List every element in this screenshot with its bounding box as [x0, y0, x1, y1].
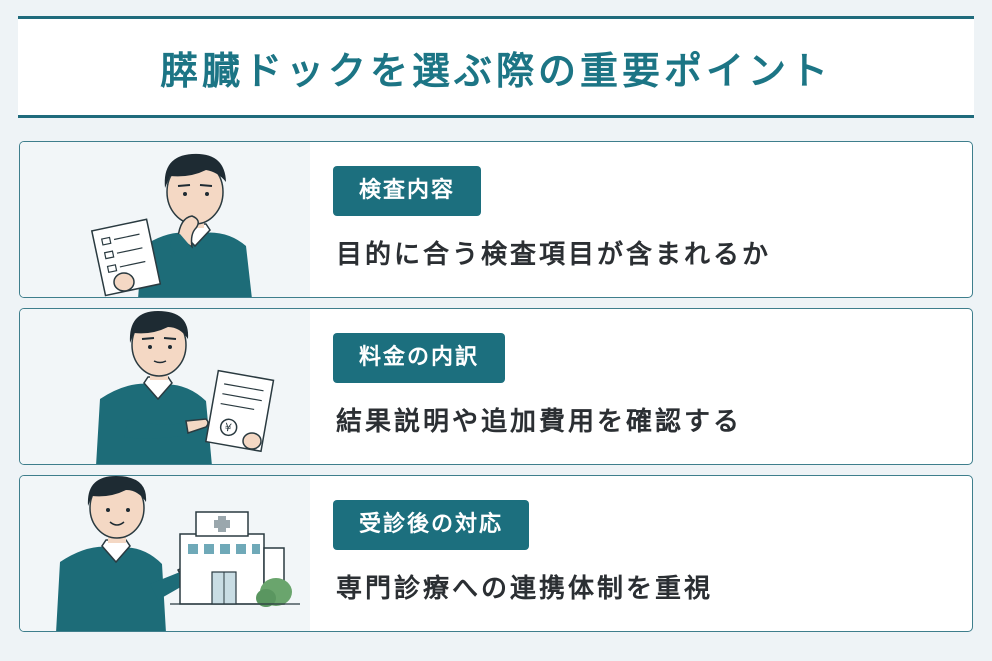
- point-description: 目的に合う検査項目が含まれるか: [336, 240, 772, 270]
- man-pointing-document-illustration: ¥: [96, 311, 275, 464]
- point-card-inspection: 検査内容 目的に合う検査項目が含まれるか: [19, 141, 973, 298]
- point-card-fee-breakdown: ¥ 料金の内訳 結果説明や追加費用を確認する: [19, 308, 973, 465]
- point-badge: 料金の内訳: [333, 333, 506, 383]
- man-presenting-hospital-illustration: [56, 476, 300, 631]
- point-badge: 検査内容: [333, 166, 482, 216]
- svg-text:¥: ¥: [223, 421, 232, 435]
- point-badge: 受診後の対応: [333, 500, 530, 550]
- illustration-panel: [20, 142, 310, 297]
- man-thinking-document-illustration: [90, 153, 252, 297]
- point-description: 専門診療への連携体制を重視: [336, 574, 714, 604]
- title-band: 膵臓ドックを選ぶ際の重要ポイント: [18, 16, 974, 118]
- illustration-panel: ¥: [20, 309, 310, 464]
- point-description: 結果説明や追加費用を確認する: [336, 407, 743, 437]
- point-card-aftercare: 受診後の対応 専門診療への連携体制を重視: [19, 475, 973, 632]
- illustration-panel: [20, 476, 310, 631]
- page-title: 膵臓ドックを選ぶ際の重要ポイント: [159, 48, 832, 93]
